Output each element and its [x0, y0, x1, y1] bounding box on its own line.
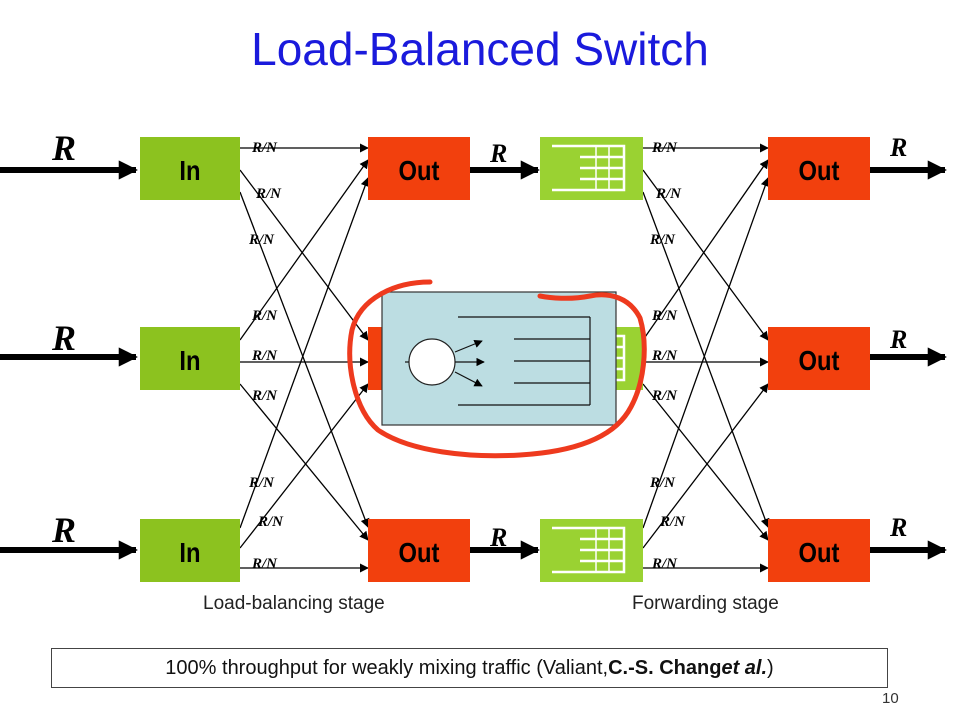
input-rate-label: R: [51, 510, 76, 550]
link-rate-labels: R/N R/N R/N R/N R/N R/N R/N R/N R/N R/N …: [248, 140, 686, 572]
mesh-link: [642, 159, 769, 341]
output-port-1: Out: [768, 137, 870, 200]
output-port-2: Out: [768, 327, 870, 390]
mesh-link: [239, 159, 369, 341]
load-balancing-stage-label: Load-balancing stage: [203, 593, 385, 614]
link-rate-label: R/N: [255, 186, 282, 202]
output-port-3: Out: [768, 519, 870, 582]
footnote-text: 100% throughput for weakly mixing traffi…: [165, 656, 609, 679]
slide-title: Load-Balanced Switch: [251, 23, 709, 75]
output-rate-label: R: [889, 325, 907, 354]
link-rate-label: R/N: [251, 556, 278, 572]
mesh-link: [642, 383, 769, 549]
intermediate-output-1: Out: [368, 137, 470, 200]
link-rate-label: R/N: [655, 186, 682, 202]
link-rate-label: R/N: [248, 232, 275, 248]
link-rate-label: R/N: [257, 514, 284, 530]
footnote-authors: C.-S. Chang: [608, 656, 722, 679]
mesh-link: [239, 169, 369, 341]
mesh-link: [642, 177, 770, 529]
mesh-link: [239, 191, 370, 528]
input-port-label: In: [179, 344, 200, 376]
link-rate-label: R/N: [251, 348, 278, 364]
output-port-label: Out: [799, 344, 840, 376]
link-rate-label: R/N: [251, 308, 278, 324]
mesh-link: [642, 383, 769, 541]
input-port-label: In: [179, 536, 200, 568]
intermediate-output-3: Out: [368, 519, 470, 582]
load-balancing-mesh: [239, 143, 370, 573]
input-rate-label: R: [51, 128, 76, 168]
link-rate-label: R/N: [649, 232, 676, 248]
footnote-etal: et al.: [721, 656, 768, 679]
load-balancer-zoom-box: [381, 291, 617, 426]
footnote-box: 100% throughput for weakly mixing traffi…: [51, 648, 888, 688]
output-port-label: Out: [799, 536, 840, 568]
link-rate-label: R/N: [248, 475, 275, 491]
mesh-link: [239, 383, 369, 549]
input-rate-label: R: [51, 318, 76, 358]
link-rate-label: R/N: [659, 514, 686, 530]
mesh-link: [642, 169, 769, 341]
link-rate-label: R/N: [651, 556, 678, 572]
mesh-link: [239, 383, 369, 541]
output-port-label: Out: [399, 154, 440, 186]
load-balancer-circle: [408, 338, 456, 386]
input-port-3: In: [140, 519, 240, 582]
link-rate-label: R/N: [651, 348, 678, 364]
input-port-label: In: [179, 154, 200, 186]
input-port-2: In: [140, 327, 240, 390]
input-port-1: In: [140, 137, 240, 200]
link-rate-label: R/N: [651, 388, 678, 404]
thick-arrows: [0, 160, 947, 560]
link-rate-label: R/N: [649, 475, 676, 491]
mesh-link: [642, 191, 770, 528]
link-rate-label: R/N: [251, 140, 278, 156]
page-number: 10: [882, 690, 899, 707]
mesh-link: [239, 177, 370, 529]
rate-labels: R R R R R R R R: [51, 128, 907, 552]
link-rate-label: R/N: [251, 388, 278, 404]
output-rate-label: R: [889, 513, 907, 542]
voq-box-1: [540, 137, 643, 200]
forwarding-mesh: [642, 143, 770, 573]
forwarding-stage-label: Forwarding stage: [632, 593, 779, 614]
intermediate-rate-label: R: [489, 139, 507, 168]
footnote-close: ): [767, 656, 774, 679]
link-rate-label: R/N: [651, 308, 678, 324]
hand-drawn-circle-annotation: [347, 279, 647, 459]
link-rate-label: R/N: [651, 140, 678, 156]
output-rate-label: R: [889, 133, 907, 162]
output-port-label: Out: [399, 536, 440, 568]
intermediate-rate-label: R: [489, 523, 507, 552]
voq-box-3: [540, 519, 643, 582]
output-port-label: Out: [799, 154, 840, 186]
